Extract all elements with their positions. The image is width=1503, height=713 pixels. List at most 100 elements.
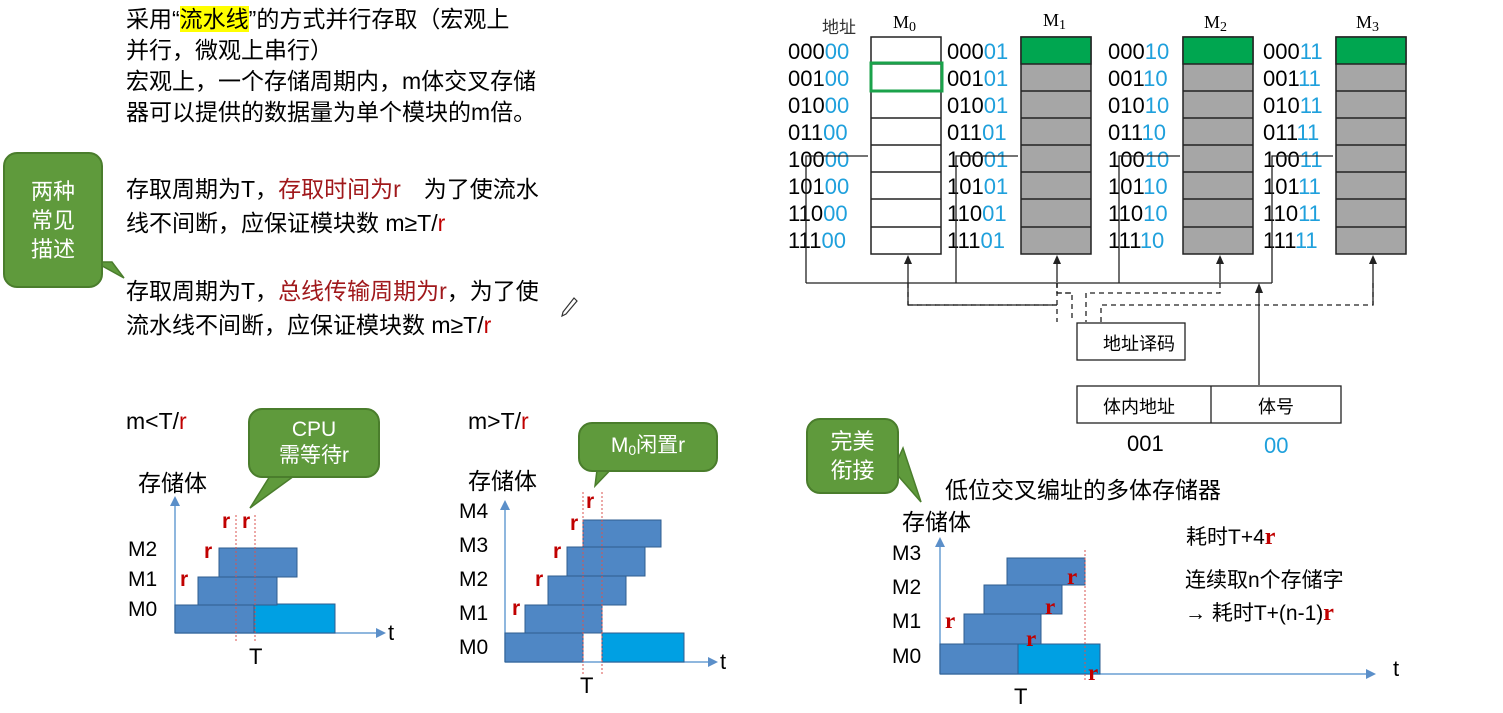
callout-two-descriptions: 两种 常见 描述 bbox=[3, 152, 103, 288]
module-header-m1: M1 bbox=[1043, 10, 1067, 33]
x-axis-label: t bbox=[388, 620, 395, 645]
x-axis-label: t bbox=[1393, 656, 1400, 681]
x-tick-T: T bbox=[249, 644, 263, 669]
r-mark: r bbox=[1067, 564, 1078, 589]
address-decoder-label: 地址译码 bbox=[1103, 334, 1175, 354]
desc-text: 为了使流水 bbox=[400, 176, 539, 202]
callout-perfect-fit: 完美 衔接 bbox=[806, 418, 899, 494]
row-label-m1: M1 bbox=[128, 568, 158, 591]
address-row: 01101 bbox=[947, 120, 1007, 145]
chart-title-text: m>T/ bbox=[468, 408, 522, 434]
access-time-highlight: 存取时间为r bbox=[278, 176, 401, 202]
row-label-m4: M4 bbox=[459, 500, 489, 523]
module-header-m2: M2 bbox=[1204, 12, 1228, 35]
r-mark: r bbox=[1264, 524, 1276, 550]
r-mark: r bbox=[553, 540, 562, 563]
address-row: 01001 bbox=[947, 93, 1009, 118]
row-label-m0: M0 bbox=[892, 645, 922, 668]
callout-text: M bbox=[610, 434, 629, 457]
callout-cpu-wait: CPU 需等待r bbox=[248, 408, 380, 478]
intro-line-1: 采用“流水线”的方式并行存取（宏观上 bbox=[126, 4, 509, 35]
desc1-line-1: 存取周期为T，存取时间为r 为了使流水 bbox=[126, 174, 539, 205]
address-row: 01110 bbox=[1108, 120, 1166, 145]
row-label-m2: M2 bbox=[892, 576, 922, 599]
address-row: 01111 bbox=[1263, 120, 1320, 145]
address-row: 11111 bbox=[1263, 228, 1318, 253]
address-row: 00011 bbox=[1263, 39, 1323, 64]
in-body-address-field: 体内地址 bbox=[1103, 397, 1175, 417]
r-mark: r bbox=[945, 608, 956, 633]
row-label-m0: M0 bbox=[128, 598, 158, 621]
address-column-m2: 00010 00110 01010 01110 10010 10110 1101… bbox=[1108, 38, 1169, 254]
address-row: 01000 bbox=[788, 93, 850, 118]
intro-line-3: 宏观上，一个存储周期内，m体交叉存储 bbox=[126, 68, 537, 94]
address-row: 11110 bbox=[1108, 228, 1165, 253]
x-tick-T: T bbox=[1014, 684, 1028, 709]
row-label-m0: M0 bbox=[459, 636, 489, 659]
intro-text: ”的方式并行存取（宏观上 bbox=[248, 6, 510, 32]
intro-line-2: 并行，微观上串行） bbox=[126, 37, 333, 63]
address-row: 11001 bbox=[947, 201, 1007, 226]
row-label-m3: M3 bbox=[459, 534, 489, 557]
body-number-value: 00 bbox=[1264, 433, 1289, 458]
address-row: 01010 bbox=[1108, 93, 1170, 118]
chart-perfect-title: 低位交叉编址的多体存储器 bbox=[945, 477, 1221, 503]
address-row: 00010 bbox=[1108, 39, 1170, 64]
r-mark: r bbox=[483, 312, 492, 338]
address-row: 11101 bbox=[947, 228, 1005, 253]
x-axis-label: t bbox=[720, 649, 727, 674]
module-header-m0: M0 bbox=[893, 12, 917, 35]
address-row: 00100 bbox=[788, 66, 850, 91]
address-row: 01011 bbox=[1263, 93, 1323, 118]
callout-text: 常见 bbox=[30, 208, 75, 233]
note-time-general: → 耗时T+(n-1)r bbox=[1185, 598, 1334, 629]
note-text: 耗时T+4 bbox=[1186, 526, 1265, 549]
callout-text: 完美 bbox=[830, 429, 875, 454]
desc-text: 线不间断，应保证模块数 m≥T/ bbox=[126, 210, 438, 236]
address-row: 00001 bbox=[947, 39, 1009, 64]
row-label-m1: M1 bbox=[892, 610, 922, 633]
r-mark: r bbox=[1088, 660, 1099, 685]
bus-cycle-highlight: 总线传输周期为r bbox=[278, 278, 447, 304]
address-column-m0: 00000 00100 01000 01100 10000 10100 1100… bbox=[788, 38, 849, 254]
address-row: 10011 bbox=[1263, 147, 1323, 172]
callout-text: 需等待r bbox=[279, 444, 349, 467]
desc-text: 存取周期为T， bbox=[126, 278, 279, 304]
x-tick-T: T bbox=[580, 673, 594, 698]
address-header: 地址 bbox=[822, 18, 856, 37]
callout-text: 两种 bbox=[30, 179, 75, 204]
chart-less-title: m<T/r bbox=[126, 406, 187, 437]
chart-title-text: m<T/ bbox=[126, 408, 180, 434]
address-row: 01100 bbox=[788, 120, 848, 145]
address-row: 10110 bbox=[1108, 174, 1168, 199]
address-row: 11011 bbox=[1263, 201, 1321, 226]
address-row: 00110 bbox=[1108, 66, 1168, 91]
body-number-field: 体号 bbox=[1258, 397, 1294, 417]
row-label-m1: M1 bbox=[459, 602, 489, 625]
callout-text: 闲置r bbox=[636, 434, 686, 457]
row-label-m3: M3 bbox=[892, 542, 922, 565]
address-row: 00111 bbox=[1263, 66, 1321, 91]
address-row: 10111 bbox=[1263, 174, 1321, 199]
desc-text: 流水线不间断，应保证模块数 m≥T/ bbox=[126, 312, 484, 338]
r-mark: r bbox=[222, 510, 231, 533]
r-mark: r bbox=[570, 512, 579, 535]
r-mark: r bbox=[1026, 626, 1037, 651]
r-mark: r bbox=[1045, 594, 1056, 619]
r-mark: r bbox=[204, 540, 213, 563]
intro-text: 采用“ bbox=[126, 6, 180, 32]
r-mark: r bbox=[179, 408, 187, 434]
address-row: 10001 bbox=[947, 147, 1009, 172]
callout-text: 0 bbox=[628, 442, 637, 458]
note-time-t4r: 耗时T+4r bbox=[1186, 522, 1275, 553]
in-body-address-value: 001 bbox=[1127, 431, 1164, 456]
address-row: 10101 bbox=[947, 174, 1009, 199]
note-continuous-n: 连续取n个存储字 bbox=[1185, 569, 1344, 592]
intro-line-4: 器可以提供的数据量为单个模块的m倍。 bbox=[126, 99, 537, 125]
r-mark: r bbox=[512, 597, 521, 620]
pen-cursor-icon bbox=[561, 297, 578, 318]
desc2-line-1: 存取周期为T，总线传输周期为r，为了使 bbox=[126, 276, 539, 307]
r-mark: r bbox=[535, 568, 544, 591]
desc2-line-2: 流水线不间断，应保证模块数 m≥T/r bbox=[126, 310, 491, 341]
